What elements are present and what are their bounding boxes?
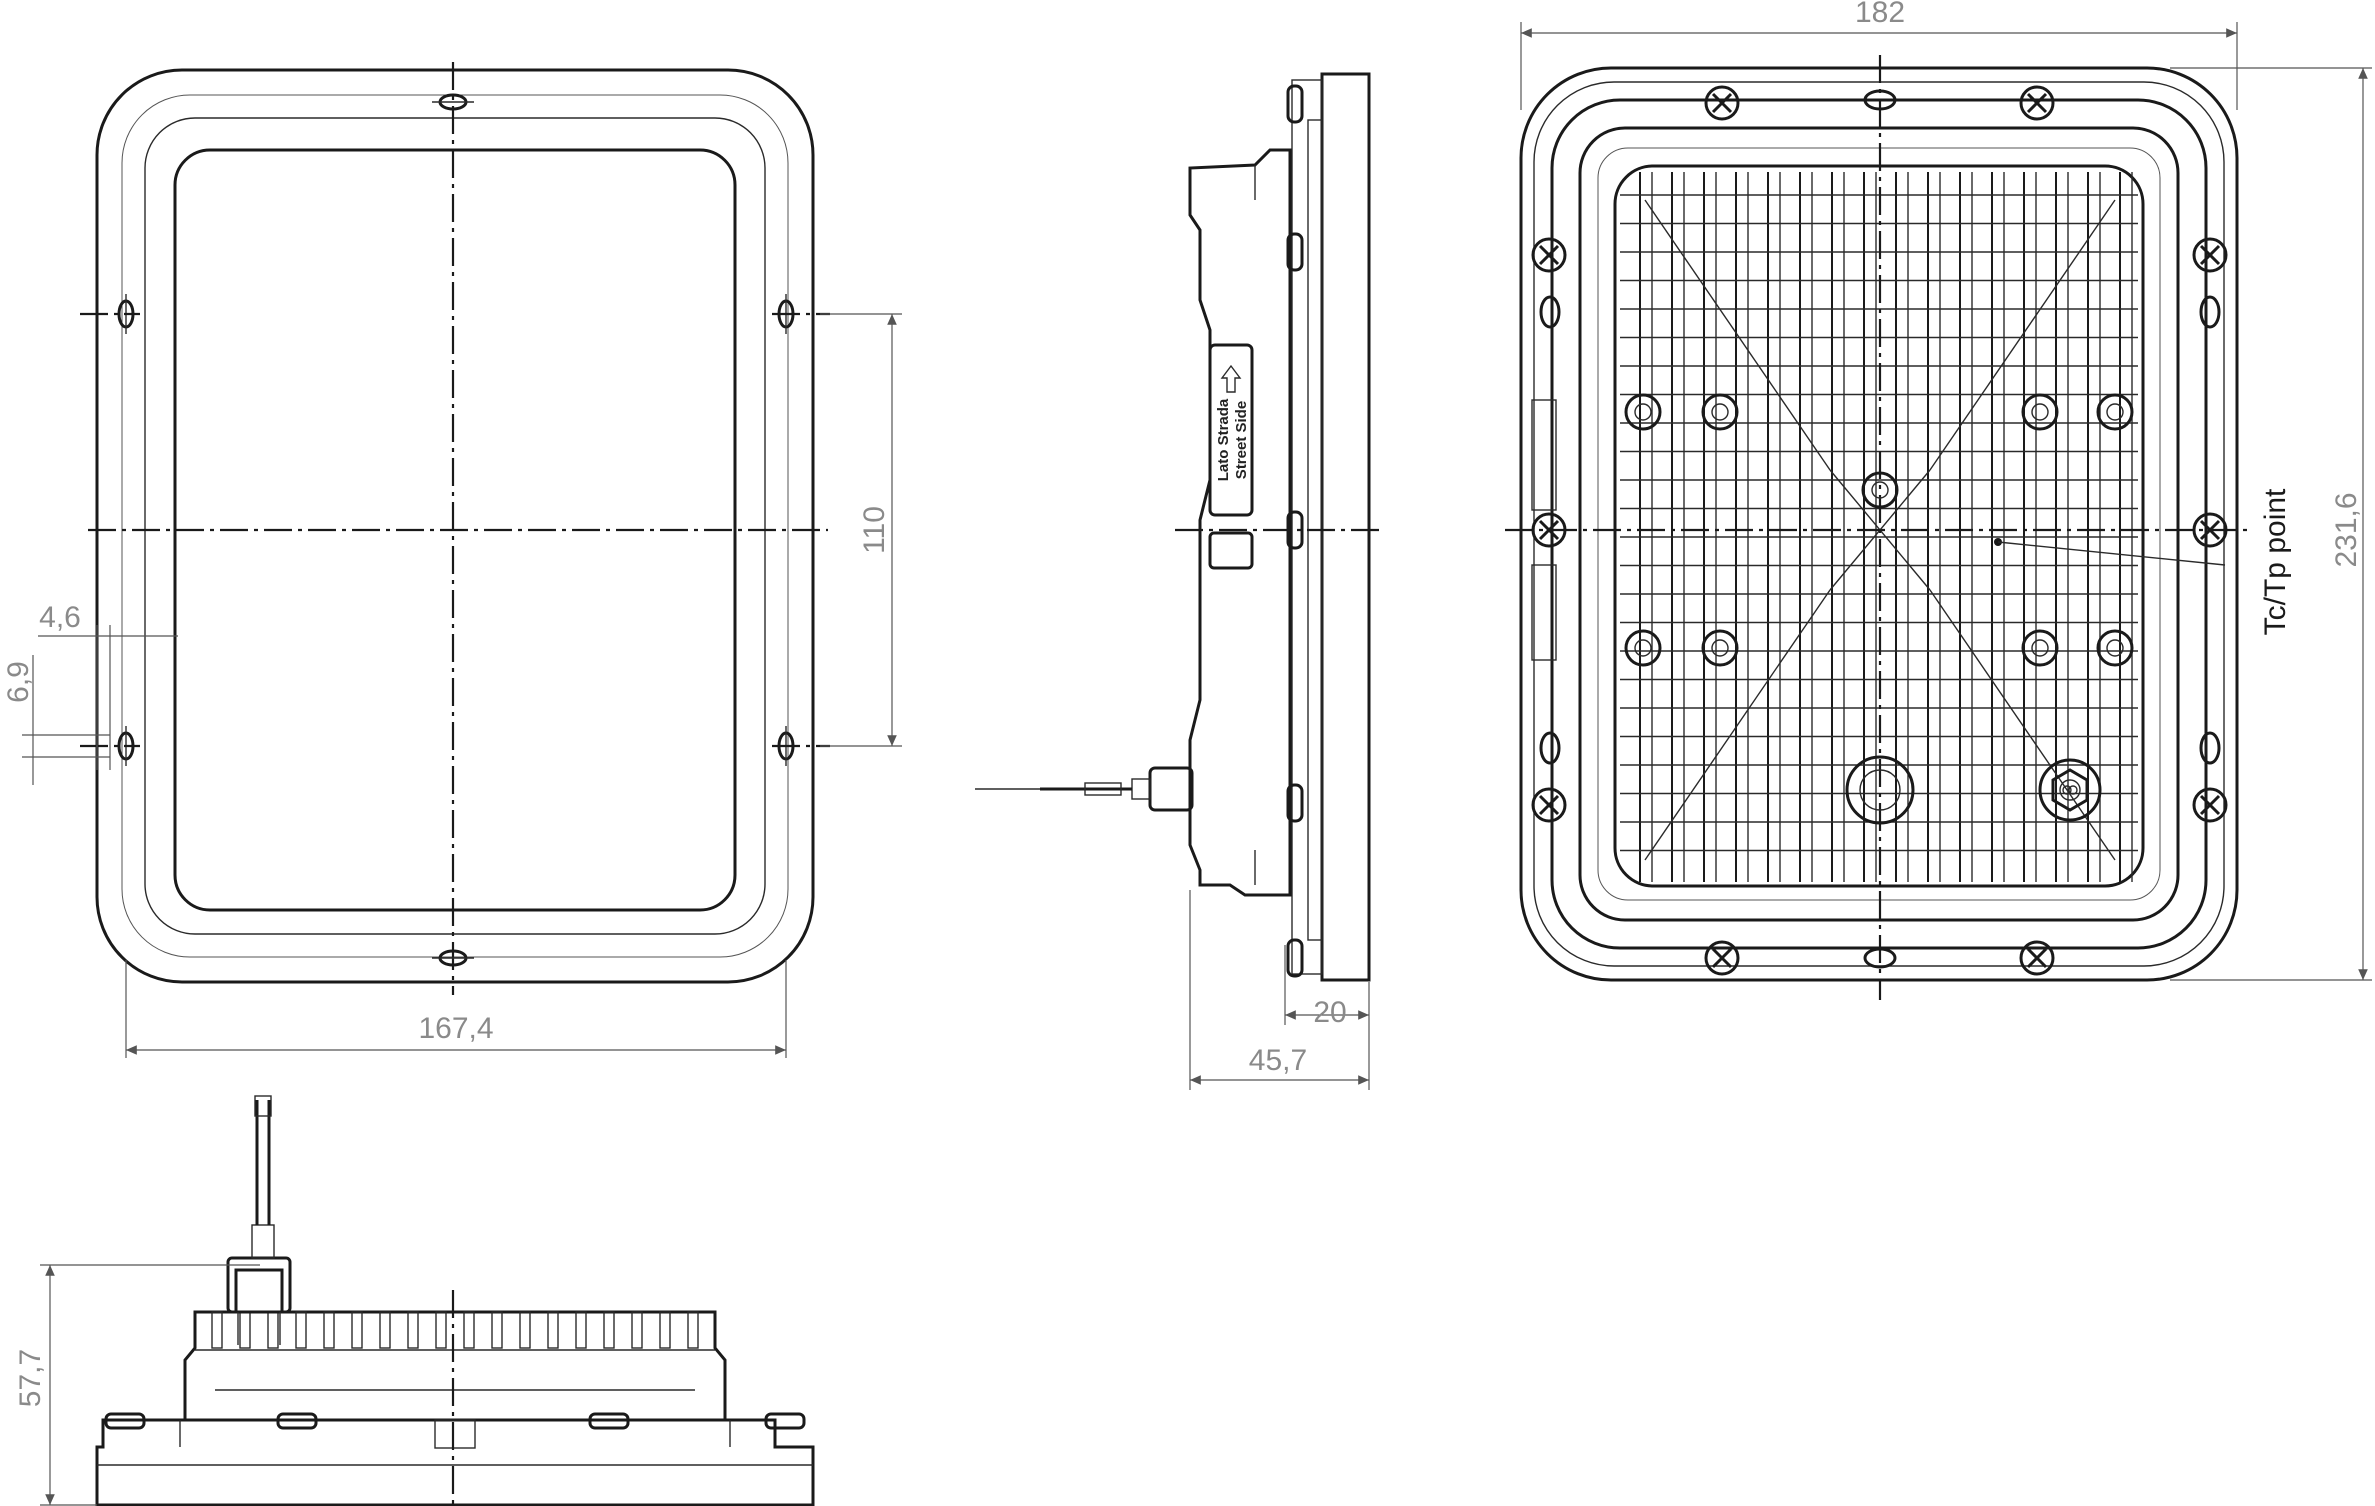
boss-hole: [1634, 403, 1652, 421]
boss-hole: [1871, 481, 1889, 499]
bottom-view: 57,7: [14, 1095, 815, 1506]
bottom-fin: [407, 1311, 419, 1349]
rear-center-boss: [1845, 755, 1915, 825]
dim-side-depth: 45,7: [1249, 1044, 1307, 1077]
screw-icon: [1531, 787, 1567, 823]
bottom-fin: [575, 1311, 587, 1349]
bottom-cable-gland: [226, 1095, 292, 1345]
side-cable-gland: [1148, 766, 1194, 812]
boss-hole: [1711, 403, 1729, 421]
bottom-fin: [351, 1311, 363, 1349]
front-view: 167,4 110 4,6 6,9: [2, 62, 902, 1058]
rear-view: Tc/Tp point 182 231,6: [1505, 0, 2372, 1000]
screw-icon: [2192, 512, 2228, 548]
street-side-label: [1208, 343, 1254, 517]
bottom-flange: [95, 1418, 815, 1506]
boss: [2096, 393, 2134, 431]
boss: [1701, 393, 1739, 431]
bottom-fin: [491, 1311, 503, 1349]
screw-icon: [2019, 940, 2055, 976]
bottom-fin: [295, 1311, 307, 1349]
screw-icon: [2019, 85, 2055, 121]
bottom-fin: [687, 1311, 699, 1349]
screw-slot: [1711, 947, 1733, 969]
bottom-fins: [211, 1311, 699, 1349]
boss-hole: [1634, 639, 1652, 657]
screw-icon: [1704, 85, 1740, 121]
bottom-fin: [211, 1311, 223, 1349]
dim-offset-horizontal: 4,6: [39, 601, 81, 634]
boss: [2096, 629, 2134, 667]
boss: [1861, 471, 1899, 509]
boss: [2021, 393, 2059, 431]
bottom-screws: [104, 1412, 806, 1430]
screw-slot: [2199, 244, 2221, 266]
screw-icon: [1531, 512, 1567, 548]
screw-slot: [2026, 92, 2048, 114]
boss: [1624, 393, 1662, 431]
screw-icon: [2192, 237, 2228, 273]
boss-hole: [2031, 639, 2049, 657]
bottom-fin: [463, 1311, 475, 1349]
dim-bottom-height: 57,7: [14, 1349, 47, 1407]
bottom-fin: [659, 1311, 671, 1349]
bottom-fin: [603, 1311, 615, 1349]
up-arrow-icon: [1220, 364, 1242, 393]
rear-slots: [1539, 89, 2221, 969]
boss-hole: [2106, 639, 2124, 657]
boss: [2021, 629, 2059, 667]
bottom-fin: [547, 1311, 559, 1349]
boss-hole: [2031, 403, 2049, 421]
boss: [1624, 629, 1662, 667]
rear-screws: [1531, 85, 2228, 976]
bottom-fin: [239, 1311, 251, 1349]
dim-side-flange: 20: [1313, 996, 1346, 1029]
dim-hole-spacing: 110: [858, 506, 891, 554]
bottom-fin: [435, 1311, 447, 1349]
dim-front-width: 167,4: [418, 1012, 493, 1045]
side-view: Lato Strada Street Side 20 45,7: [975, 72, 1380, 1090]
street-side-en: Street Side: [1233, 401, 1250, 479]
screw-slot: [2199, 519, 2221, 541]
screw-slot: [1538, 519, 1560, 541]
boss-hole: [1711, 639, 1729, 657]
bottom-fin: [379, 1311, 391, 1349]
rear-cable-gland: [2038, 758, 2102, 822]
screw-slot: [1538, 244, 1560, 266]
boss-hole: [2106, 403, 2124, 421]
screw-icon: [1704, 940, 1740, 976]
front-outer-frame: [95, 68, 815, 984]
dim-offset-vertical: 6,9: [2, 661, 35, 703]
bottom-fin: [323, 1311, 335, 1349]
dim-rear-width: 182: [1855, 0, 1905, 29]
dim-rear-height: 231,6: [2330, 492, 2363, 567]
boss: [1701, 629, 1739, 667]
screw-icon: [1531, 237, 1567, 273]
front-lens: [173, 148, 737, 912]
screw-icon: [2192, 787, 2228, 823]
tc-tp-point-label: Tc/Tp point: [2259, 488, 2292, 635]
street-side-it: Lato Strada: [1215, 398, 1232, 481]
bottom-fin: [519, 1311, 531, 1349]
screw-slot: [2026, 947, 2048, 969]
rear-bosses: [1624, 393, 2134, 667]
bottom-fin: [631, 1311, 643, 1349]
screw-slot: [1538, 794, 1560, 816]
side-flange: [1320, 72, 1371, 982]
screw-slot: [1711, 92, 1733, 114]
screw-slot: [2199, 794, 2221, 816]
bottom-fin: [267, 1311, 279, 1349]
